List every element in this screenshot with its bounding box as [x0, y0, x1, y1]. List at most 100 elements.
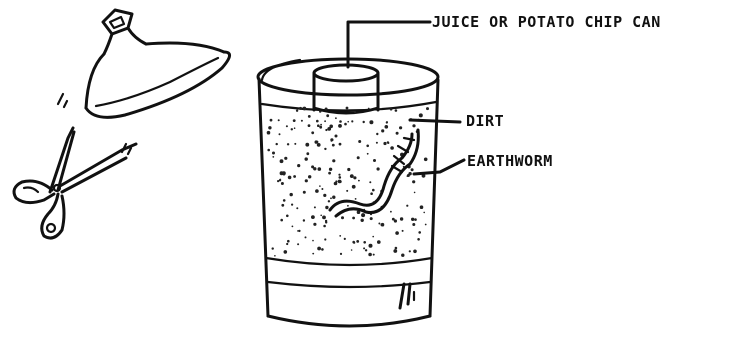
dirt-speck	[319, 126, 322, 129]
dirt-speck	[311, 165, 314, 168]
dirt-speck	[381, 129, 384, 132]
dirt-speck	[351, 249, 353, 251]
dirt-speck	[274, 255, 276, 257]
dirt-speck	[293, 119, 296, 122]
label-can: JUICE OR POTATO CHIP CAN	[432, 13, 661, 31]
dirt-speck	[306, 152, 309, 155]
dirt-speck	[383, 142, 386, 145]
dirt-speck	[324, 120, 326, 122]
dirt-speck	[339, 120, 342, 123]
dirt-speck	[373, 159, 376, 162]
earthworm	[330, 130, 418, 216]
dirt-speck	[340, 253, 342, 255]
dirt-speck	[286, 125, 288, 127]
dirt-speck	[297, 243, 299, 245]
dirt-speck	[355, 198, 357, 200]
dirt-speck	[331, 140, 333, 142]
dirt-speck	[347, 121, 349, 123]
dirt-speck	[341, 216, 344, 219]
dirt-speck	[305, 157, 308, 160]
dirt-speck	[412, 223, 415, 226]
dirt-speck	[276, 143, 278, 145]
dirt-speck	[373, 254, 375, 256]
dirt-speck	[361, 219, 364, 222]
dirt-speck	[311, 215, 315, 219]
dirt-speck	[303, 191, 306, 194]
dirt-speck	[411, 168, 414, 171]
dirt-speck	[328, 172, 331, 175]
dirt-speck	[325, 129, 327, 131]
dirt-speck	[339, 235, 341, 237]
dirt-speck	[357, 156, 360, 159]
dirt-speck	[347, 168, 350, 171]
dirt-speck	[305, 143, 309, 147]
dirt-speck	[319, 110, 321, 112]
dirt-speck	[339, 143, 342, 146]
dirt-speck	[400, 217, 403, 220]
dirt-speck	[281, 204, 284, 207]
dirt-speck	[372, 236, 374, 238]
dirt-speck	[279, 133, 281, 135]
dirt-speck	[346, 107, 349, 110]
dirt-speck	[376, 133, 378, 135]
lamp-shade-icon	[86, 10, 230, 117]
dirt-speck	[369, 244, 373, 248]
dirt-speck	[425, 224, 427, 226]
dirt-speck	[353, 242, 355, 244]
dirt-speck	[351, 120, 353, 122]
dirt-speck	[420, 205, 424, 209]
dirt-speck	[395, 247, 398, 250]
dirt-speck	[353, 176, 356, 179]
dirt-texture	[267, 107, 429, 257]
dirt-speck	[406, 205, 408, 207]
dirt-speck	[363, 247, 365, 249]
dirt-speck	[390, 211, 392, 213]
dirt-speck	[297, 164, 300, 167]
dirt-speck	[332, 196, 335, 199]
dirt-speck	[368, 108, 370, 110]
dirt-speck	[308, 175, 311, 178]
dirt-speck	[413, 250, 417, 254]
dirt-speck	[294, 127, 296, 129]
dirt-speck	[408, 172, 411, 175]
dirt-speck	[296, 207, 298, 209]
dirt-speck	[396, 132, 399, 135]
dirt-speck	[419, 113, 423, 117]
dirt-speck	[325, 220, 327, 222]
dirt-speck	[286, 215, 289, 218]
dirt-speck	[287, 143, 289, 145]
dirt-speck	[369, 120, 373, 124]
dirt-speck	[368, 253, 372, 257]
dirt-speck	[314, 206, 316, 208]
dirt-speck	[386, 121, 388, 123]
dirt-speck	[390, 108, 393, 111]
dirt-speck	[316, 141, 319, 144]
dirt-speck	[332, 144, 335, 147]
dirt-speck	[335, 135, 338, 138]
dirt-speck	[311, 131, 314, 134]
dirt-speck	[287, 240, 290, 243]
dirt-speck	[280, 159, 284, 163]
dirt-speck	[315, 189, 319, 193]
dirt-speck	[317, 143, 321, 147]
dirt-speck	[378, 223, 380, 225]
label-dirt: DIRT	[466, 112, 504, 130]
dirt-speck	[354, 111, 356, 113]
dirt-speck	[326, 114, 329, 117]
dirt-speck	[317, 247, 321, 251]
dirt-speck	[363, 241, 366, 244]
dirt-speck	[283, 199, 286, 202]
dirt-speck	[308, 115, 311, 118]
dirt-speck	[279, 179, 281, 181]
dirt-speck	[322, 216, 326, 220]
dirt-speck	[372, 189, 375, 192]
dirt-speck	[344, 238, 346, 240]
dirt-speck	[317, 124, 320, 127]
dirt-speck	[407, 175, 409, 177]
dirt-speck	[377, 240, 381, 244]
dirt-speck	[323, 194, 326, 197]
dirt-speck	[365, 249, 367, 251]
dirt-speck	[426, 107, 429, 110]
dirt-speck	[335, 117, 337, 119]
dirt-speck	[324, 148, 326, 150]
